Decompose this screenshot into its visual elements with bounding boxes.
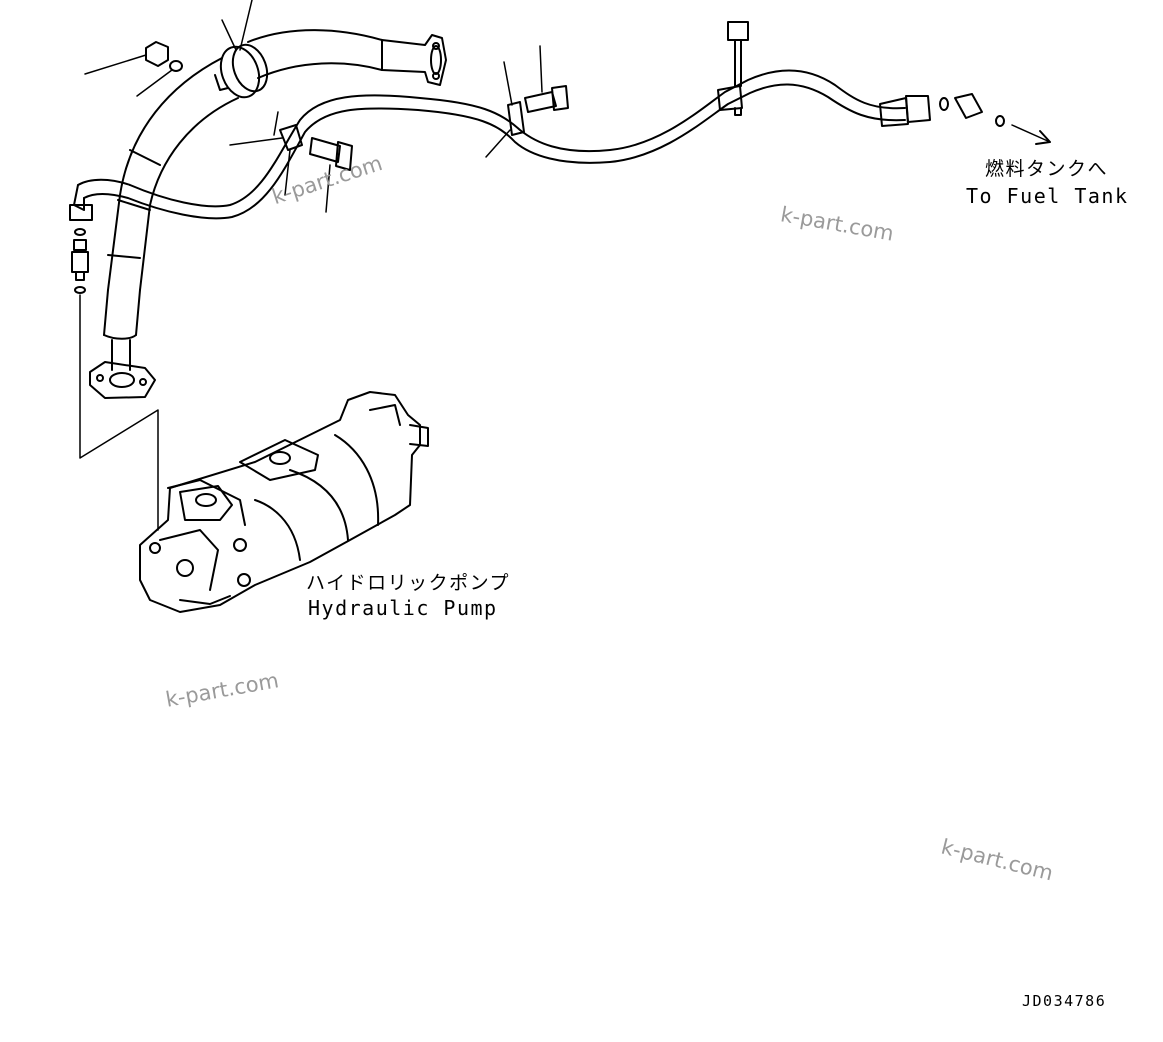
hose-clip-middle	[507, 85, 569, 136]
suction-flange-pump	[89, 361, 156, 399]
suction-hose	[103, 29, 383, 371]
hose-clamp	[214, 43, 269, 99]
suction-flange-top	[381, 34, 447, 86]
drawing-id: JD034786	[1022, 992, 1107, 1010]
fitting-stack-left	[71, 228, 89, 294]
fuel-tank-label-en: To Fuel Tank	[966, 184, 1129, 208]
fuel-return-hose	[69, 69, 906, 221]
pump-label-jp: ハイドロリックポンプ	[306, 572, 511, 594]
connection-leader	[79, 294, 159, 531]
leader-lines	[84, 0, 1051, 213]
hose-bracket-right	[717, 21, 749, 116]
pump-label-en: Hydraulic Pump	[308, 596, 498, 620]
fitting-stack-right	[879, 93, 1005, 127]
fuel-tank-label-jp: 燃料タンクへ	[985, 158, 1109, 180]
arrow-to-fuel-tank-icon	[1035, 130, 1051, 145]
hydraulic-pump-illustration	[139, 391, 429, 613]
hose-clip-left	[279, 124, 353, 171]
nut-and-washer	[145, 41, 183, 72]
